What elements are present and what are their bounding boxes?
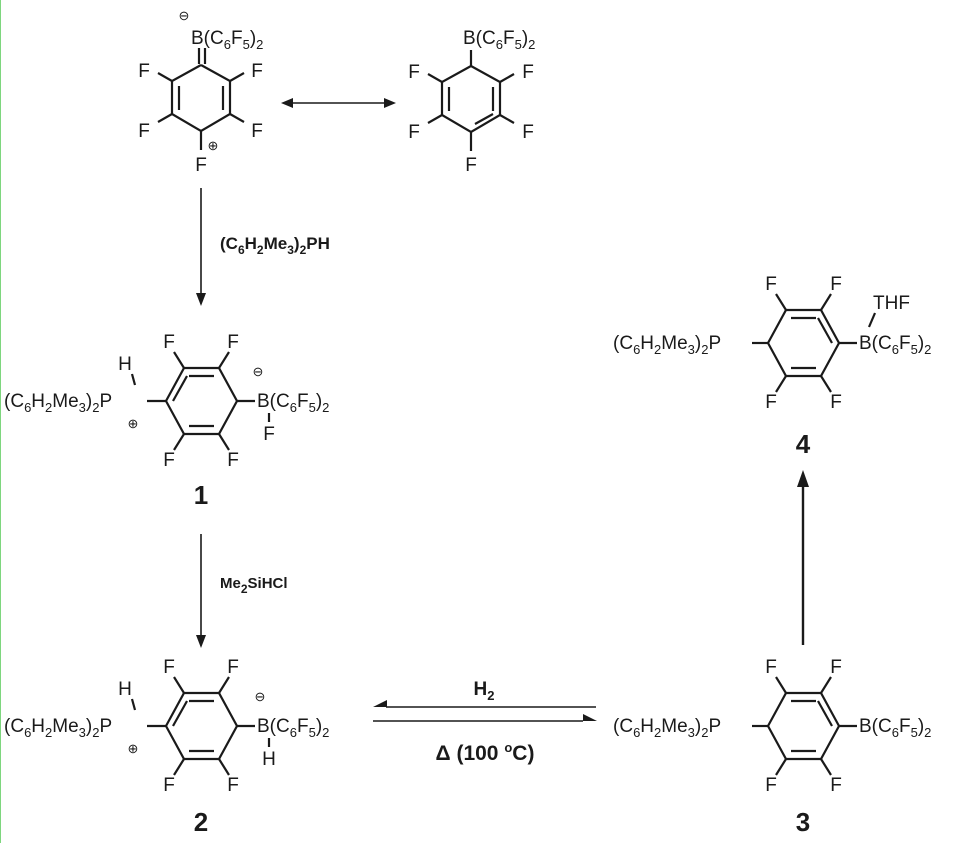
phosphine-group-label: (C6H2Me3)2P	[613, 333, 721, 357]
equilibrium-arrows: H2 Δ (100 oC)	[373, 679, 597, 765]
fluorine-label: F	[163, 657, 175, 678]
boron-group-label: B(C6F5)2	[859, 716, 931, 740]
fluorine-label: F	[830, 392, 842, 413]
reaction-arrow-to-4	[797, 470, 809, 645]
resonance-arrow	[281, 98, 396, 108]
phosphine-group-label: (C6H2Me3)2P	[4, 716, 112, 740]
hydrogen-label: H	[262, 749, 276, 770]
fluorine-label: F	[163, 450, 175, 471]
negative-charge-icon: ⊖	[255, 689, 266, 704]
fluorine-label: F	[227, 775, 239, 796]
fluorine-label: F	[227, 450, 239, 471]
boron-group-label: B(C6F5)2	[191, 28, 263, 52]
phosphine-group-label: (C6H2Me3)2P	[4, 391, 112, 415]
fluorine-label: F	[163, 332, 175, 353]
hydrogen-label: H	[118, 679, 132, 700]
fluorine-label: F	[765, 657, 777, 678]
fluorine-label: F	[138, 121, 150, 142]
fluorine-label: F	[830, 775, 842, 796]
reaction-arrow-to-1: (C6H2Me3)2PH	[196, 188, 330, 306]
compound-number: 2	[194, 807, 208, 837]
borate-group-label: B(C6F5)2	[257, 391, 329, 415]
h2-reagent-label: H2	[474, 679, 495, 703]
fluorine-label: F	[830, 274, 842, 295]
borate-group-label: B(C6F5)2	[257, 716, 329, 740]
fluorine-label: F	[138, 61, 150, 82]
boron-group-label: B(C6F5)2	[463, 28, 535, 52]
heat-condition-label: Δ (100 oC)	[436, 740, 535, 765]
compound-number: 4	[796, 429, 811, 459]
compound-number: 3	[796, 807, 810, 837]
fluorine-label: F	[522, 62, 534, 83]
negative-charge-icon: ⊖	[179, 8, 190, 23]
fluorine-label: F	[163, 775, 175, 796]
fluorine-label: F	[227, 332, 239, 353]
fluorine-label: F	[195, 155, 207, 176]
compound-2: (C6H2Me3)2P H ⊕ F F F F ⊖ B(C6F5)2 H 2	[4, 657, 329, 837]
fluorine-label: F	[465, 155, 477, 176]
fluorine-label: F	[765, 775, 777, 796]
silane-reagent-label: Me2SiHCl	[220, 575, 288, 596]
boron-group-label: B(C6F5)2	[859, 333, 931, 357]
positive-charge-icon: ⊕	[128, 416, 139, 431]
fluorine-label: F	[251, 121, 263, 142]
fluorine-label: F	[251, 61, 263, 82]
compound-1: (C6H2Me3)2P H ⊕ F F F F ⊖ B(C6F5)2 F 1	[4, 332, 329, 510]
positive-charge-icon: ⊕	[208, 138, 219, 153]
fluorine-label: F	[263, 424, 275, 445]
phosphine-group-label: (C6H2Me3)2P	[613, 716, 721, 740]
negative-charge-icon: ⊖	[253, 364, 264, 379]
thf-label: THF	[873, 293, 910, 314]
hydrogen-label: H	[118, 354, 132, 375]
reaction-arrow-to-2: Me2SiHCl	[196, 534, 288, 648]
positive-charge-icon: ⊕	[128, 741, 139, 756]
fluorine-label: F	[408, 62, 420, 83]
compound-number: 1	[194, 480, 208, 510]
fluorine-label: F	[830, 657, 842, 678]
compound-3: (C6H2Me3)2P F F F F B(C6F5)2 3	[613, 657, 931, 837]
fluorine-label: F	[522, 122, 534, 143]
fluorine-label: F	[765, 392, 777, 413]
resonance-structure-aromatic: B(C6F5)2 F F F F F	[408, 28, 535, 176]
fluorine-label: F	[408, 122, 420, 143]
fluorine-label: F	[227, 657, 239, 678]
fluorine-label: F	[765, 274, 777, 295]
phosphine-reagent-label: (C6H2Me3)2PH	[220, 234, 330, 257]
resonance-structure-quinoid: ⊖ B(C6F5)2 F F F F F ⊕	[138, 8, 263, 176]
compound-4: (C6H2Me3)2P F F F F THF B(C6F5)2 4	[613, 274, 931, 459]
